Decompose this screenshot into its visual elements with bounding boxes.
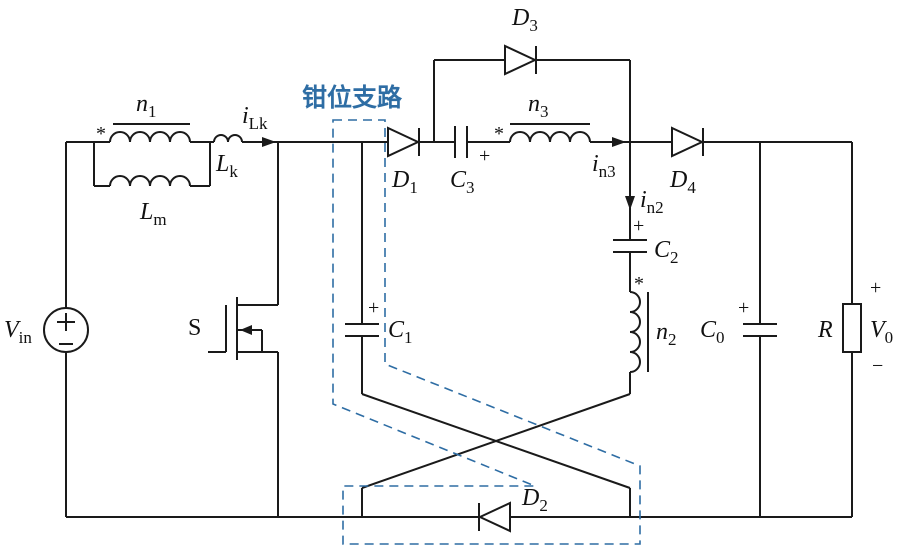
label-iLk: iLk (242, 103, 268, 133)
plus-C0: + (738, 297, 750, 319)
label-in3: in3 (592, 151, 616, 181)
label-S: S (188, 315, 202, 341)
label-V0: V0 (870, 317, 894, 347)
label-in2: in2 (640, 187, 664, 217)
label-n1: n1 (136, 91, 157, 121)
plus-C1: + (368, 297, 380, 319)
winding-n3 (509, 123, 630, 147)
diode-d2 (66, 501, 852, 533)
label-D4: D4 (670, 167, 696, 197)
label-D1: D1 (392, 167, 418, 197)
capacitor-c0 (743, 142, 777, 517)
diode-d3 (433, 44, 631, 142)
label-n2: n2 (656, 319, 677, 349)
plus-C3: + (479, 145, 491, 167)
label-Lk: Lk (216, 151, 238, 181)
dot-n1: * (96, 123, 106, 145)
crossing-wires (361, 378, 631, 517)
label-R: R (818, 317, 833, 343)
label-Vin: Vin (4, 317, 32, 347)
minus-V0: − (872, 355, 884, 377)
dot-n3: * (494, 123, 504, 145)
label-Lm: Lm (140, 199, 167, 229)
label-D2: D2 (522, 485, 548, 515)
label-n3: n3 (528, 91, 549, 121)
vin-source (43, 142, 89, 517)
diode-d4 (630, 126, 852, 158)
dot-n2: * (634, 273, 644, 295)
plus-C2: + (633, 215, 645, 237)
switch-s (208, 142, 279, 517)
label-C1: C1 (388, 317, 413, 347)
transformer-primary (66, 123, 365, 187)
diode-d1 (365, 126, 455, 158)
capacitor-c1 (345, 142, 379, 378)
label-D3: D3 (512, 5, 538, 35)
c2-n2-branch (613, 142, 649, 378)
label-C2: C2 (654, 237, 679, 267)
plus-V0: + (870, 277, 882, 299)
label-C0: C0 (700, 317, 725, 347)
resistor-r (842, 142, 862, 517)
clamp-branch-outline (332, 119, 641, 545)
clamp-branch-label: 钳位支路 (302, 83, 403, 112)
label-C3: C3 (450, 167, 475, 197)
capacitor-c3 (454, 126, 510, 158)
